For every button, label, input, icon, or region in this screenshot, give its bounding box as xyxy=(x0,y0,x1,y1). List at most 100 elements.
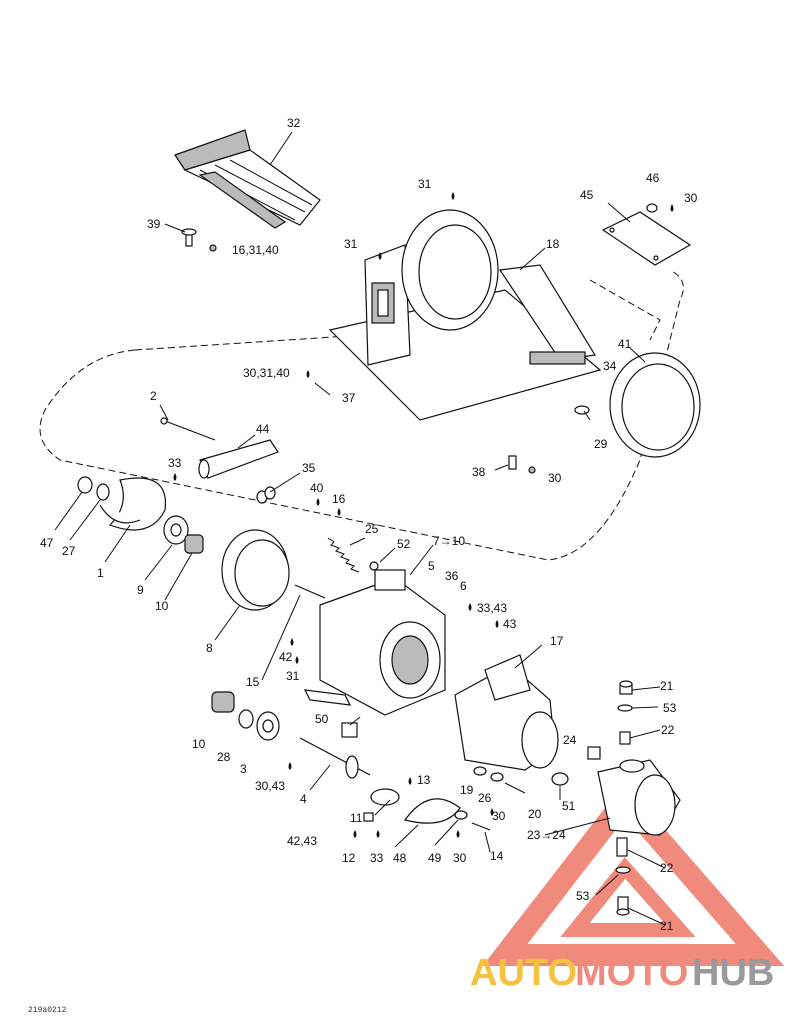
label-3: 3 xyxy=(240,762,247,776)
label-22-a: 22 xyxy=(661,723,675,737)
part-44-sleeve xyxy=(198,439,279,479)
part-18-pump-support xyxy=(328,209,602,421)
label-23-24: 23→24 xyxy=(527,828,566,842)
part-23-nozzle xyxy=(597,759,681,836)
label-53-a: 53 xyxy=(663,701,677,715)
part-26-washer xyxy=(490,772,504,782)
part-20-bolt xyxy=(504,782,526,794)
label-9: 9 xyxy=(137,583,144,597)
label-17: 17 xyxy=(550,634,564,648)
part-8-wear-ring xyxy=(221,529,290,611)
label-7-10: 7→10 xyxy=(433,534,465,548)
part-21-bolt-bottom xyxy=(616,896,630,916)
part-17-venturi xyxy=(454,654,559,771)
label-41: 41 xyxy=(618,337,632,351)
label-34: 34 xyxy=(603,359,617,373)
part-3-seal xyxy=(256,711,280,741)
label-42: 42 xyxy=(279,650,293,664)
label-16: 16 xyxy=(332,492,346,506)
part-50-cap xyxy=(341,722,358,738)
part-27-washer xyxy=(96,483,110,501)
label-15: 15 xyxy=(246,675,260,689)
label-44: 44 xyxy=(256,422,270,436)
part-53-washer-top xyxy=(617,704,633,712)
part-14-screw xyxy=(471,822,491,831)
label-40: 40 xyxy=(310,481,324,495)
part-12-plug xyxy=(363,812,374,822)
part-21-bolt-top xyxy=(619,680,633,695)
part-28-washer xyxy=(238,709,254,729)
label-38: 38 xyxy=(472,465,486,479)
label-30-b: 30 xyxy=(548,471,562,485)
label-53-b: 53 xyxy=(576,889,590,903)
part-10-roller-bearing xyxy=(184,534,204,554)
part-2-shaft xyxy=(160,417,216,441)
label-52: 52 xyxy=(397,537,411,551)
watermark-part1: AUTO xyxy=(470,952,577,994)
label-33-43: 33,43 xyxy=(477,601,507,615)
part-labels: 32 39 16,31,40 31 31 18 46 30 45 41 34 3… xyxy=(40,116,698,933)
watermark-part3: HUB xyxy=(692,952,774,994)
part-7-pump-housing xyxy=(303,569,446,716)
part-4-drive-shaft xyxy=(299,737,371,779)
label-2: 2 xyxy=(150,389,157,403)
label-30-a: 30 xyxy=(684,191,698,205)
assembly-dash-outline xyxy=(39,269,684,561)
drop-icon xyxy=(173,192,674,838)
label-46: 46 xyxy=(646,171,660,185)
label-35: 35 xyxy=(302,461,316,475)
label-30-c: 30 xyxy=(492,809,506,823)
label-12: 12 xyxy=(342,851,356,865)
part-9-bearing xyxy=(163,515,189,545)
part-51-ring xyxy=(551,772,569,786)
label-11: 11 xyxy=(350,811,363,825)
label-1: 1 xyxy=(97,566,104,580)
part-49-washer xyxy=(454,810,468,820)
label-19: 19 xyxy=(460,783,474,797)
label-42-43: 42,43 xyxy=(287,834,317,848)
label-22-b: 22 xyxy=(660,861,674,875)
part-24-bushing xyxy=(587,746,601,760)
label-10-a: 10 xyxy=(155,599,169,613)
part-45-plate xyxy=(601,203,692,266)
watermark-text: AUTO MOTO HUB xyxy=(470,952,774,994)
label-25: 25 xyxy=(365,522,379,536)
label-31-a: 31 xyxy=(418,177,432,191)
label-50: 50 xyxy=(315,712,329,726)
label-21-b: 21 xyxy=(660,919,674,933)
label-27: 27 xyxy=(62,544,76,558)
label-13: 13 xyxy=(417,773,431,787)
part-53-washer-bottom xyxy=(615,866,631,874)
label-39: 39 xyxy=(147,217,161,231)
label-18: 18 xyxy=(546,237,560,251)
label-33-b: 33 xyxy=(370,851,384,865)
part-48-cover xyxy=(403,798,461,824)
part-38-bolt xyxy=(508,455,536,474)
part-39-screw xyxy=(181,228,217,252)
watermark-part2: MOTO xyxy=(575,952,688,994)
part-32-intake-grate xyxy=(174,129,321,229)
label-30-31-40: 30,31,40 xyxy=(243,366,290,380)
label-43: 43 xyxy=(503,617,517,631)
part-25-spring xyxy=(327,537,379,573)
part-15-stud xyxy=(294,584,326,599)
label-47: 47 xyxy=(40,536,54,550)
label-21-a: 21 xyxy=(660,679,674,693)
label-31-b: 31 xyxy=(344,237,358,251)
label-4: 4 xyxy=(300,792,307,806)
label-30-d: 30 xyxy=(453,851,467,865)
label-26: 26 xyxy=(478,791,492,805)
leader-lines xyxy=(54,131,666,926)
part-41-ring xyxy=(609,352,701,458)
label-49: 49 xyxy=(428,851,442,865)
watermark-triangle-icon xyxy=(482,782,785,966)
label-36: 36 xyxy=(445,569,459,583)
part-1-impeller xyxy=(99,477,167,531)
part-10-roller-bearing-b xyxy=(211,691,235,713)
label-48: 48 xyxy=(393,851,407,865)
part-11-oring xyxy=(370,788,400,806)
label-24: 24 xyxy=(563,733,577,747)
label-6: 6 xyxy=(460,579,467,593)
